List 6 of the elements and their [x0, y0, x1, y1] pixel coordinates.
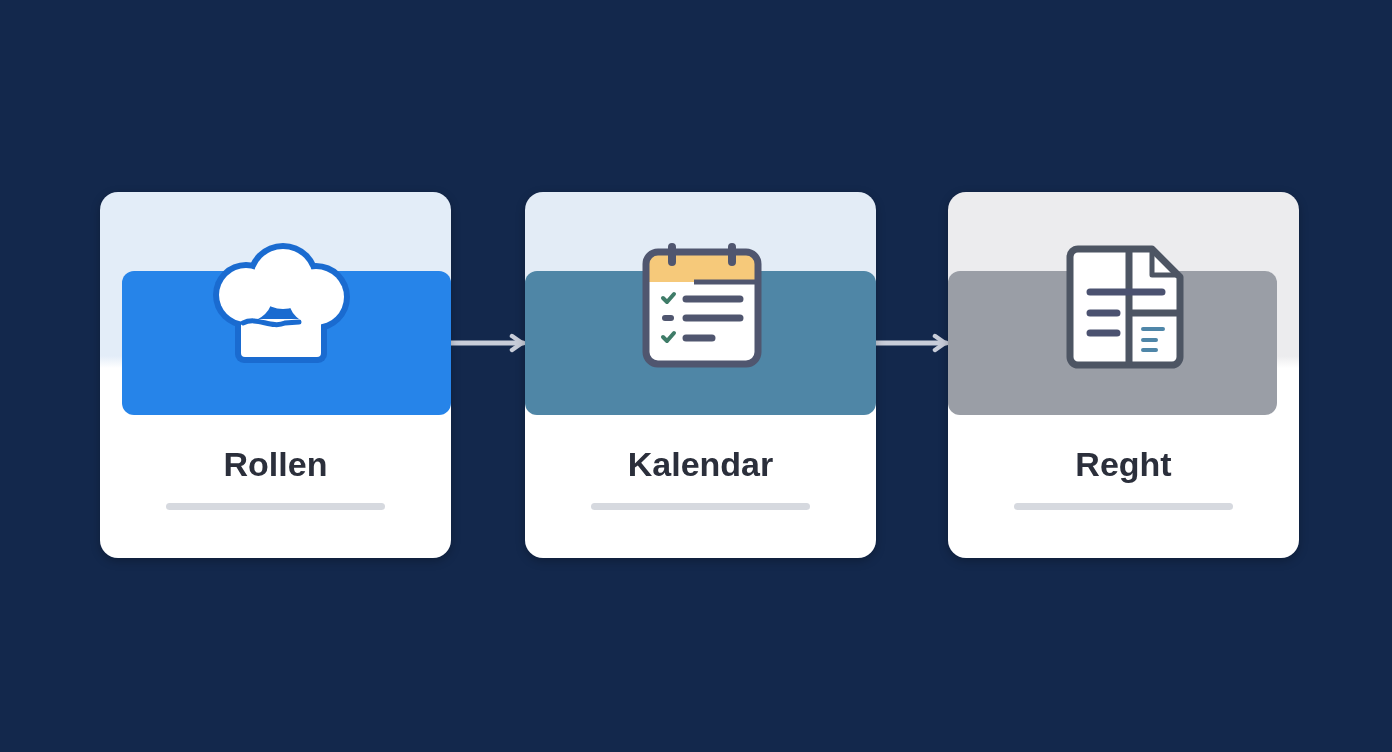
step-label: Kalendar	[627, 444, 774, 485]
step-card	[100, 192, 451, 558]
step-label: Rollen	[223, 444, 328, 485]
step-card	[525, 192, 876, 558]
step-card	[948, 192, 1299, 558]
step-label: Reght	[1075, 444, 1172, 485]
